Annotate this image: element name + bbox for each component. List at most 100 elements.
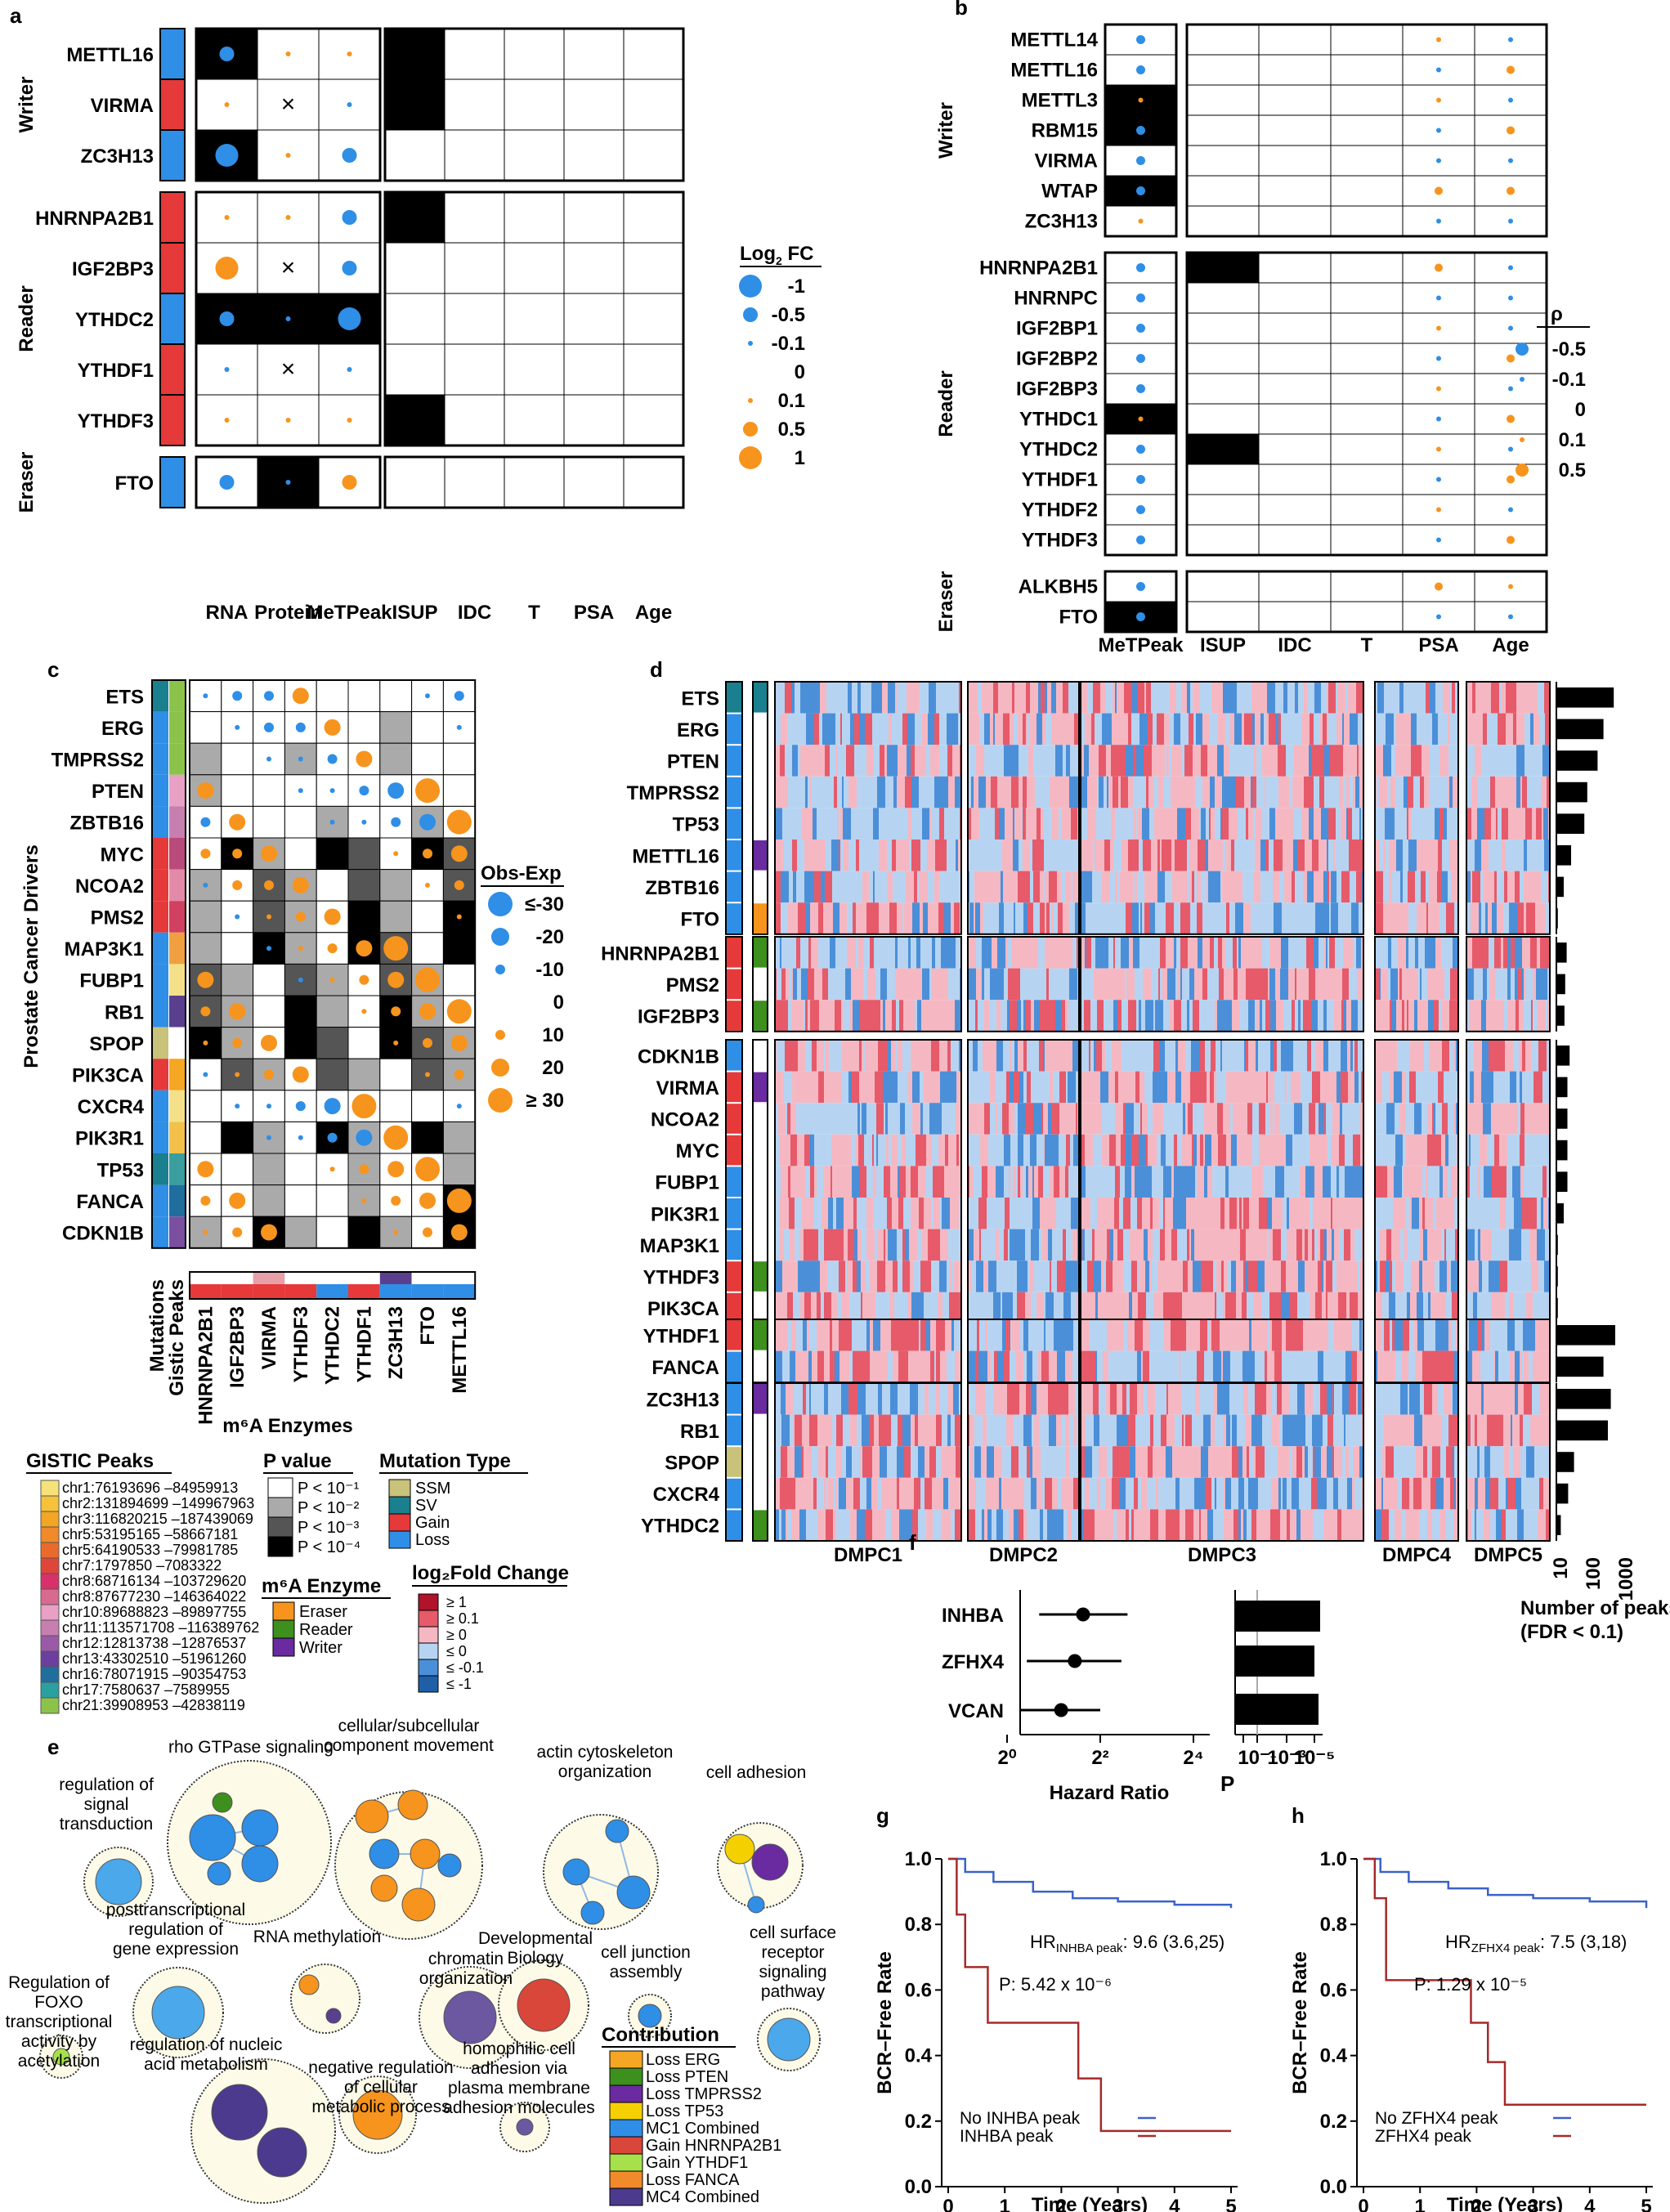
heatmap-stripe	[1318, 1319, 1319, 1351]
heatmap-stripe	[1087, 1414, 1094, 1447]
heatmap-stripe	[981, 1229, 988, 1261]
heatmap-stripe	[1203, 1000, 1211, 1032]
heatmap-stripe	[1488, 1350, 1493, 1383]
heatmap-stripe	[1526, 1446, 1534, 1478]
heatmap-stripe	[1092, 745, 1095, 777]
clinical-cell	[1258, 343, 1332, 374]
enrichment-cell	[379, 869, 413, 902]
heatmap-stripe	[831, 682, 837, 714]
clinical-cell	[444, 293, 505, 345]
cn-strip	[727, 1072, 741, 1103]
heatmap-stripe	[1427, 968, 1433, 1001]
enrichment-cell	[221, 932, 254, 965]
heatmap-stripe	[777, 840, 784, 871]
heatmap-stripe	[1036, 713, 1042, 746]
heatmap-stripe	[851, 1134, 855, 1166]
heatmap-stripe	[1487, 713, 1490, 746]
heatmap-stripe	[790, 871, 793, 903]
heatmap-stripe	[834, 776, 837, 808]
heatmap-stripe	[1047, 1071, 1050, 1104]
heatmap-stripe	[1502, 1350, 1510, 1383]
heatmap-stripe	[1398, 1103, 1399, 1135]
heatmap-stripe	[1381, 1000, 1385, 1032]
heatmap-stripe	[1001, 1319, 1002, 1351]
heatmap-stripe	[1346, 808, 1348, 840]
heatmap-stripe	[1512, 1414, 1520, 1447]
heatmap-stripe	[1197, 871, 1201, 903]
heatmap-stripe	[1444, 1292, 1446, 1324]
legend-item: -0.5	[772, 304, 805, 326]
heatmap-stripe	[1035, 1040, 1039, 1072]
heatmap-stripe	[1318, 1260, 1321, 1292]
heatmap-stripe	[1390, 968, 1398, 1001]
heatmap-stripe	[1310, 1477, 1311, 1510]
heatmap-stripe	[1260, 1000, 1262, 1032]
heatmap-stripe	[785, 745, 792, 777]
heatmap-stripe	[984, 1000, 989, 1032]
heatmap-stripe	[1204, 1166, 1207, 1198]
clinical-cell	[623, 129, 684, 181]
heatmap-stripe	[1321, 1260, 1323, 1292]
heatmap-stripe	[1087, 871, 1092, 903]
heatmap-stripe	[1451, 1383, 1453, 1415]
heatmap-stripe	[1263, 1040, 1270, 1072]
enrichment-cell	[442, 742, 476, 776]
heatmap-block-frame	[967, 936, 1080, 1032]
heatmap-stripe	[1222, 1040, 1228, 1072]
heatmap-stripe	[1480, 1446, 1484, 1478]
heatmap-stripe	[1433, 808, 1435, 840]
heatmap-stripe	[993, 682, 996, 714]
column-label: YTHDF3	[290, 1306, 312, 1382]
heatmap-stripe	[1506, 713, 1509, 746]
heatmap-stripe	[1299, 1477, 1306, 1510]
heatmap-stripe	[1011, 1446, 1019, 1478]
heatmap-stripe	[835, 937, 842, 969]
heatmap-stripe	[796, 871, 800, 903]
obs-exp-dot	[387, 1161, 405, 1178]
heatmap-stripe	[898, 1414, 902, 1447]
heatmap-stripe	[1495, 1103, 1501, 1135]
heatmap-stripe	[1244, 1477, 1248, 1510]
heatmap-stripe	[1422, 1166, 1426, 1198]
heatmap-stripe	[932, 1134, 937, 1166]
heatmap-stripe	[1477, 713, 1483, 746]
heatmap-stripe	[1065, 1000, 1068, 1032]
heatmap-stripe	[1167, 1071, 1175, 1104]
heatmap-stripe	[1504, 871, 1507, 903]
heatmap-stripe	[932, 1477, 939, 1510]
heatmap-stripe	[989, 937, 992, 969]
heatmap-stripe	[1351, 745, 1357, 777]
heatmap-stripe	[928, 713, 934, 746]
heatmap-stripe	[1192, 1134, 1193, 1166]
heatmap-stripe	[1171, 776, 1176, 808]
heatmap-stripe	[1521, 1229, 1529, 1261]
heatmap-stripe	[1425, 1414, 1431, 1447]
heatmap-stripe	[1279, 902, 1282, 934]
legend-swatch	[388, 1496, 411, 1515]
clinical-cell	[1186, 54, 1260, 86]
heatmap-stripe	[866, 1000, 875, 1032]
heatmap-stripe	[820, 1260, 827, 1292]
heatmap-stripe	[1210, 713, 1213, 746]
heatmap-stripe	[1130, 1383, 1131, 1415]
heatmap-stripe	[831, 840, 839, 871]
heatmap-stripe	[939, 808, 944, 840]
heatmap-stripe	[1191, 1477, 1194, 1510]
heatmap-stripe	[1438, 840, 1442, 871]
heatmap-stripe	[1414, 1103, 1422, 1135]
heatmap-stripe	[1255, 840, 1260, 871]
heatmap-stripe	[1522, 1198, 1529, 1229]
heatmap-stripe	[1225, 1198, 1226, 1229]
heatmap-stripe	[1416, 1071, 1422, 1104]
side-label: Mutations	[146, 1279, 168, 1372]
heatmap-stripe	[1276, 937, 1281, 969]
heatmap-stripe	[968, 1134, 976, 1166]
gistic-strip	[169, 1059, 186, 1090]
legend-swatch	[272, 1619, 295, 1639]
heatmap-stripe	[780, 1292, 782, 1324]
heatmap-stripe	[1324, 1103, 1326, 1135]
heatmap-stripe	[1478, 1229, 1480, 1261]
obs-exp-dot	[356, 1129, 373, 1146]
heatmap-stripe	[1175, 1477, 1180, 1510]
heatmap-stripe	[1397, 871, 1400, 903]
